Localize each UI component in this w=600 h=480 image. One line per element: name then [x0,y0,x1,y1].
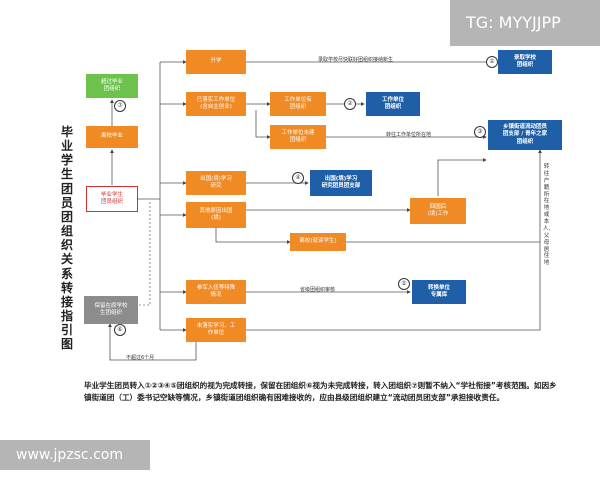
node-study-abroad: 出国(境)学习 研究 [186,171,246,195]
edge-label-side-vertical: 转往户籍所在地或本人、父母居住地 [543,164,555,267]
number-badge-3: ③ [474,126,486,138]
node-unemployed: 未落实学习、工 作单位 [186,318,246,342]
target-township-branch: 乡镇街道流动团员 团支部 / 青年之家 团组织 [488,120,562,150]
node-unit-no-league: 工作单位未建 团组织 [270,125,326,149]
target-work-unit: 工作单位 团组织 [366,92,420,116]
target-admitting-school: 录取学校 团组织 [498,50,552,74]
number-badge-4: ④ [292,172,304,184]
target-abroad-branch: 出国(境)学习 研究团员团支部 [310,170,372,196]
footnote-text: 毕业学生团员转入①②③④⑤团组织的视为完成转接，保留在团组织⑥视为未完成转接，转… [84,381,557,402]
node-back-home-work: 回国后 (境)工作 [410,198,466,224]
node-old-graduate: 超过毕业 团组织 [86,74,138,98]
number-badge-2: ② [344,98,356,110]
node-graduating: 离校毕业 [86,126,138,148]
edge-label-to-workplace: 转往工作单位所在地 [386,132,432,138]
edge-label-provincial-review: 省级团组织审核 [300,287,336,293]
number-badge-1: ① [486,56,498,68]
edge-label-admission: 录取学校尽快联好团组织接纳新生 [318,57,394,63]
number-badge-6: ⑥ [114,324,126,336]
edge-label-six-months: 不超过6个月 [126,355,155,361]
node-keep-school: 保留在原学校 生团组织 [84,296,138,324]
node-further-study: 升学 [186,50,246,74]
page-title: 毕业学生团员团组织关系转接指引图 [60,125,73,352]
node-other-abroad: 其他原因出国 (境) [186,202,246,228]
node-leave-school: 离校(就读学生) [290,233,346,251]
node-enlist: 参军入伍等特殊 情况 [186,280,246,304]
node-unit-has-league: 工作单位有 团组织 [270,92,326,116]
watermark-bottom-left: www.jpzsc.com [0,440,150,470]
node-employed: 已落实工作单位 (含自主创业) [186,92,246,116]
number-badge-7: ⑦ [114,100,126,112]
watermark-top-right: TG: MYYJJPP [450,0,600,46]
number-badge-5: ⑤ [398,278,410,290]
node-graduate-league-member: 毕业学生 团员组织 [86,186,138,212]
target-special-library: 转换单位 专属库 [412,280,466,304]
